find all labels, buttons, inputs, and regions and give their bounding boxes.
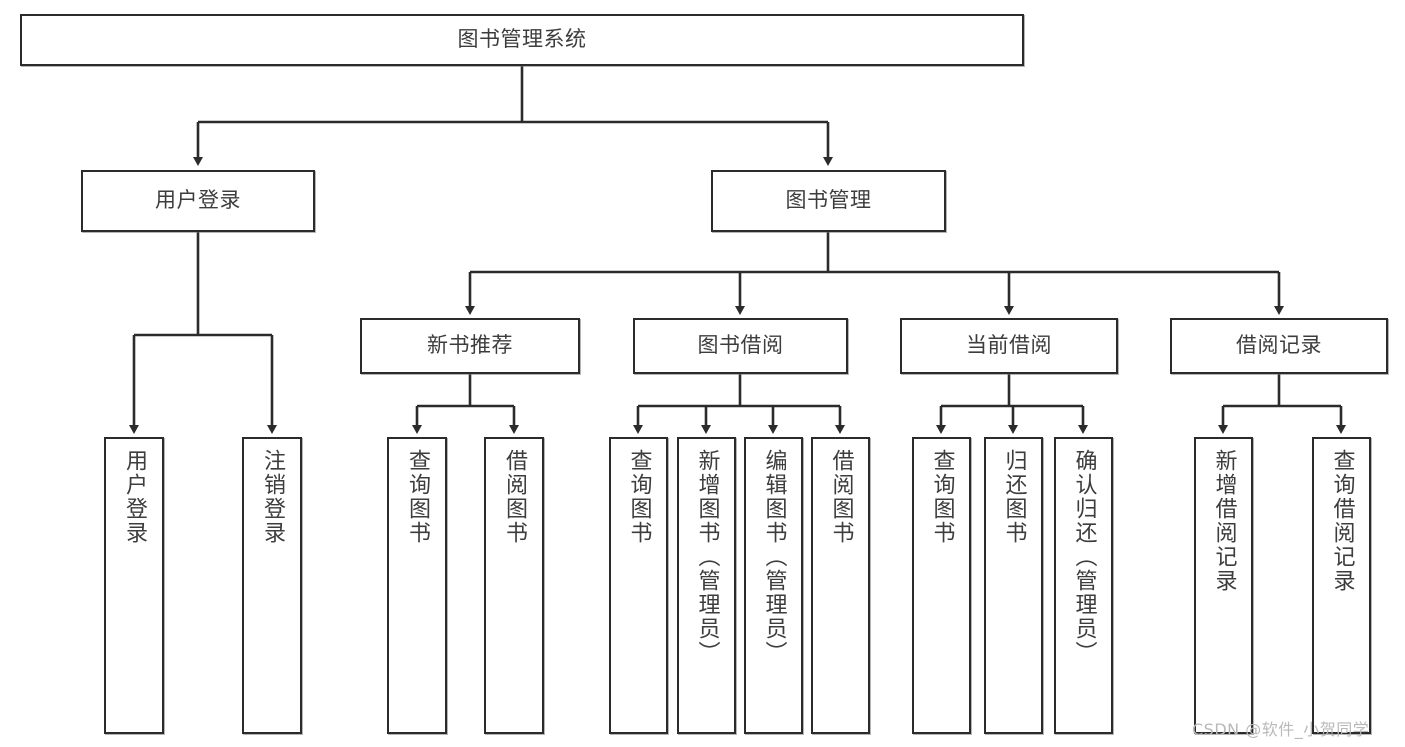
leaf-return-book[interactable]: 归还图书: [984, 437, 1043, 734]
csdn-watermark: CSDN @软件_小贺同学: [1192, 720, 1370, 739]
leaf-add-borrow-record-label: 新增借阅记录: [1211, 449, 1237, 593]
leaf-query-book-borrow-label: 查询图书: [626, 449, 652, 545]
leaf-user-login[interactable]: 用户登录: [104, 437, 164, 734]
node-new-book-recommend-label: 新书推荐: [427, 333, 513, 358]
root-node-label: 图书管理系统: [457, 27, 587, 52]
leaf-add-book-admin-label: 新增图书（管理员）: [694, 449, 720, 665]
node-borrow-record[interactable]: 借阅记录: [1170, 318, 1388, 374]
leaf-query-book-recommend[interactable]: 查询图书: [387, 437, 447, 734]
node-book-management-label: 图书管理: [785, 188, 872, 213]
leaf-query-book-current-label: 查询图书: [929, 449, 955, 545]
leaf-edit-book-admin[interactable]: 编辑图书（管理员）: [744, 437, 803, 734]
leaf-confirm-return-admin[interactable]: 确认归还（管理员）: [1054, 437, 1113, 734]
node-current-borrow[interactable]: 当前借阅: [900, 318, 1118, 374]
leaf-add-borrow-record[interactable]: 新增借阅记录: [1194, 437, 1253, 734]
leaf-edit-book-admin-label: 编辑图书（管理员）: [761, 449, 787, 665]
leaf-user-logout[interactable]: 注销登录: [242, 437, 302, 734]
node-book-management[interactable]: 图书管理: [711, 170, 946, 232]
leaf-user-login-label: 用户登录: [122, 449, 147, 545]
leaf-query-borrow-record[interactable]: 查询借阅记录: [1312, 437, 1371, 734]
leaf-add-book-admin[interactable]: 新增图书（管理员）: [677, 437, 736, 734]
leaf-query-book-recommend-label: 查询图书: [405, 449, 430, 545]
node-user-login-label: 用户登录: [155, 188, 241, 213]
node-book-borrow-label: 图书借阅: [697, 333, 784, 358]
leaf-user-logout-label: 注销登录: [260, 449, 285, 545]
leaf-borrow-book-recommend[interactable]: 借阅图书: [484, 437, 544, 734]
node-user-login[interactable]: 用户登录: [81, 170, 315, 232]
leaf-borrow-book[interactable]: 借阅图书: [811, 437, 870, 734]
leaf-query-book-current[interactable]: 查询图书: [912, 437, 971, 734]
leaf-query-borrow-record-label: 查询借阅记录: [1329, 449, 1355, 593]
leaf-borrow-book-label: 借阅图书: [828, 449, 854, 545]
node-new-book-recommend[interactable]: 新书推荐: [360, 318, 580, 374]
leaf-return-book-label: 归还图书: [1001, 449, 1027, 545]
root-node[interactable]: 图书管理系统: [20, 14, 1024, 66]
leaf-confirm-return-admin-label: 确认归还（管理员）: [1071, 449, 1097, 665]
node-current-borrow-label: 当前借阅: [966, 333, 1052, 358]
node-book-borrow[interactable]: 图书借阅: [633, 318, 848, 374]
leaf-borrow-book-recommend-label: 借阅图书: [502, 449, 527, 545]
node-borrow-record-label: 借阅记录: [1236, 333, 1322, 358]
leaf-query-book-borrow[interactable]: 查询图书: [609, 437, 668, 734]
